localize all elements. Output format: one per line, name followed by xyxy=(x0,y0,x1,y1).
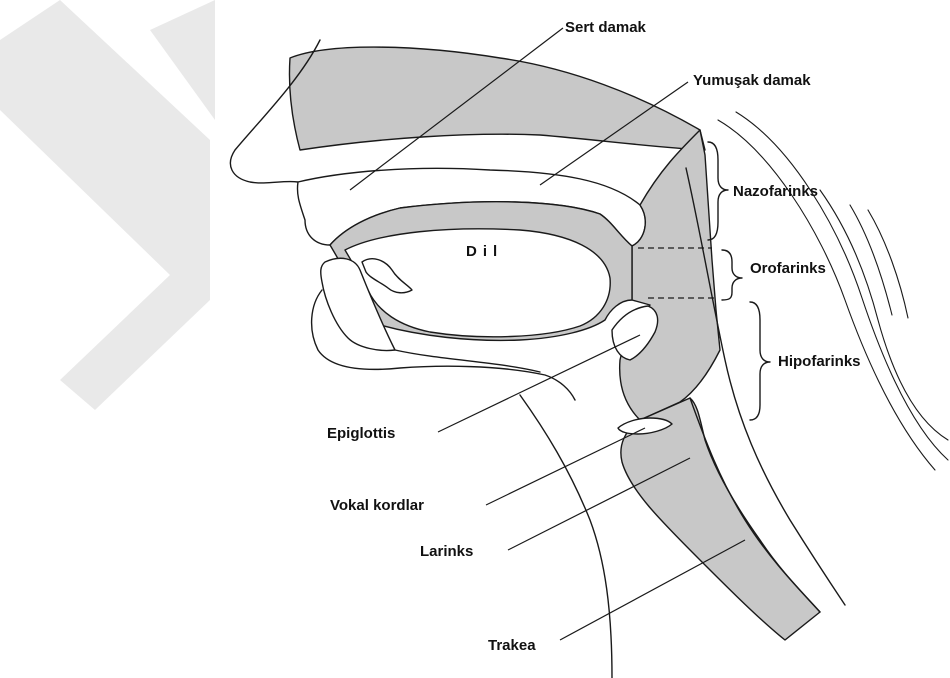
mandible-line xyxy=(395,350,540,372)
label-orofarinks: Orofarinks xyxy=(750,260,826,277)
trakea-leader xyxy=(560,540,745,640)
label-vokal-kordlar: Vokal kordlar xyxy=(330,497,424,514)
pharynx-airway xyxy=(620,130,720,420)
label-yumusak-damak: Yumuşak damak xyxy=(693,72,811,89)
label-larinks: Larinks xyxy=(420,543,473,560)
label-trakea: Trakea xyxy=(488,637,536,654)
orofarinks-brace xyxy=(722,250,742,300)
label-sert-damak: Sert damak xyxy=(565,19,647,36)
neck-contours xyxy=(718,112,948,470)
watermark-chevron xyxy=(0,0,215,410)
label-dil: Dil xyxy=(466,243,503,260)
nasal-cavity xyxy=(289,47,705,150)
label-nazofarinks: Nazofarinks xyxy=(733,183,818,200)
nazofarinks-brace xyxy=(708,142,728,240)
epiglottis-leader xyxy=(438,335,640,432)
hipofarinks-brace xyxy=(750,302,770,420)
label-hipofarinks: Hipofarinks xyxy=(778,353,861,370)
label-epiglottis: Epiglottis xyxy=(327,425,395,442)
